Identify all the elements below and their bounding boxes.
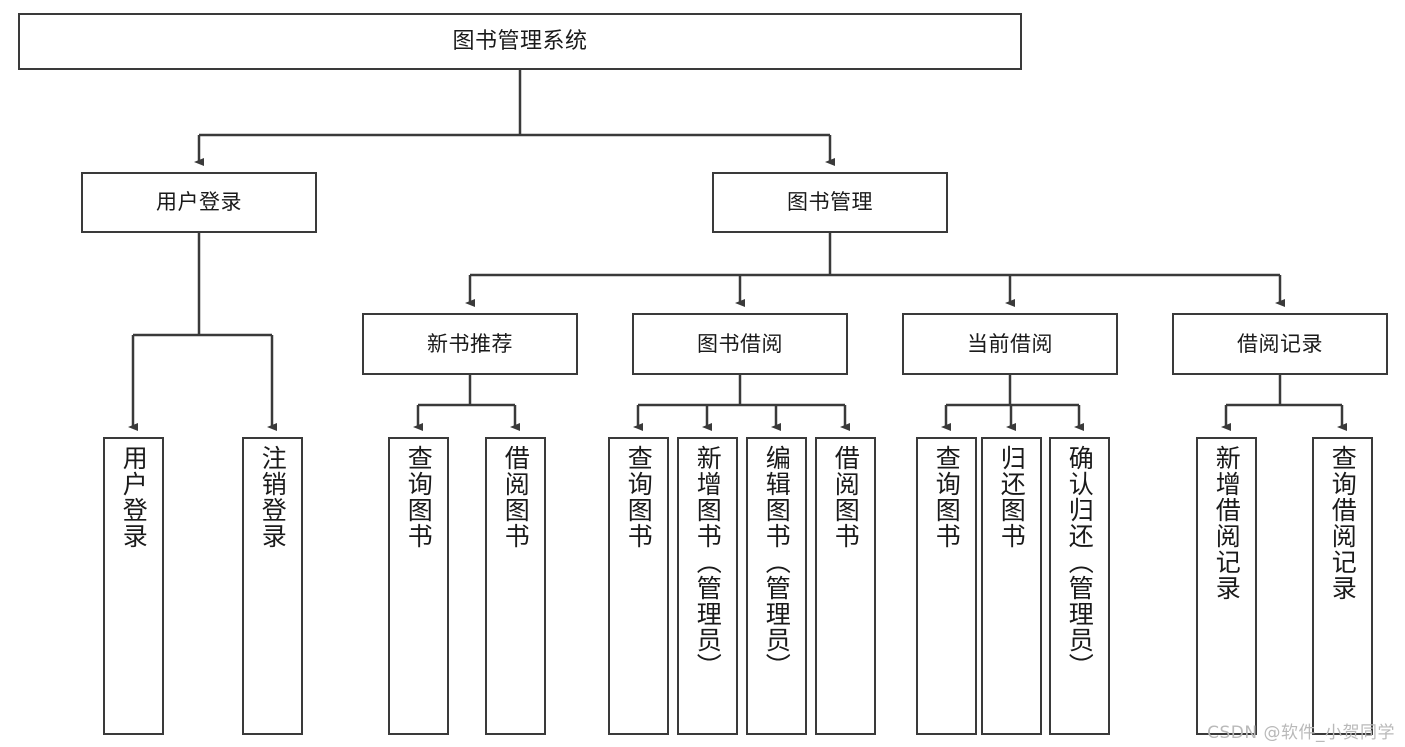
node-borrow-record[interactable]: 借阅记录 [1172,313,1388,375]
node-book-manage-label: 图书管理 [787,190,873,215]
node-user-login-label: 用户登录 [156,190,242,215]
node-leaf-query-book-2[interactable]: 查询图书 [608,437,669,735]
node-leaf-query-book-3-label: 查询图书 [932,445,962,549]
node-leaf-user-login-label: 用户登录 [119,445,149,549]
node-root[interactable]: 图书管理系统 [18,13,1022,70]
node-leaf-borrow-book-1-label: 借阅图书 [501,445,531,549]
node-leaf-add-record-label: 新增借阅记录 [1212,445,1242,601]
node-leaf-borrow-book-2-label: 借阅图书 [831,445,861,549]
node-book-borrow-label: 图书借阅 [697,331,783,356]
node-leaf-borrow-book-1[interactable]: 借阅图书 [485,437,546,735]
node-leaf-query-record-label: 查询借阅记录 [1328,445,1358,601]
node-user-login[interactable]: 用户登录 [81,172,317,233]
node-leaf-return-book-label: 归还图书 [997,445,1027,549]
node-new-book-recommend[interactable]: 新书推荐 [362,313,578,375]
node-leaf-add-book[interactable]: 新增图书（管理员） [677,437,738,735]
node-leaf-query-record[interactable]: 查询借阅记录 [1312,437,1373,735]
node-leaf-query-book-1-label: 查询图书 [404,445,434,549]
node-borrow-record-label: 借阅记录 [1237,331,1323,356]
node-leaf-confirm-return[interactable]: 确认归还（管理员） [1049,437,1110,735]
node-leaf-return-book[interactable]: 归还图书 [981,437,1042,735]
node-leaf-query-book-2-label: 查询图书 [624,445,654,549]
node-new-book-recommend-label: 新书推荐 [427,331,513,356]
node-leaf-add-record[interactable]: 新增借阅记录 [1196,437,1257,735]
node-leaf-borrow-book-2[interactable]: 借阅图书 [815,437,876,735]
node-leaf-logout-login-label: 注销登录 [258,445,288,549]
node-leaf-edit-book-label: 编辑图书（管理员） [762,445,792,679]
node-leaf-add-book-label: 新增图书（管理员） [693,445,723,679]
node-leaf-logout-login[interactable]: 注销登录 [242,437,303,735]
node-book-borrow[interactable]: 图书借阅 [632,313,848,375]
node-current-borrow[interactable]: 当前借阅 [902,313,1118,375]
watermark-text: CSDN @软件_小贺同学 [1207,723,1395,743]
node-leaf-edit-book[interactable]: 编辑图书（管理员） [746,437,807,735]
node-root-label: 图书管理系统 [452,28,588,54]
node-leaf-confirm-return-label: 确认归还（管理员） [1065,445,1095,679]
node-leaf-query-book-3[interactable]: 查询图书 [916,437,977,735]
node-leaf-query-book-1[interactable]: 查询图书 [388,437,449,735]
node-book-manage[interactable]: 图书管理 [712,172,948,233]
node-current-borrow-label: 当前借阅 [967,331,1053,356]
node-leaf-user-login[interactable]: 用户登录 [103,437,164,735]
